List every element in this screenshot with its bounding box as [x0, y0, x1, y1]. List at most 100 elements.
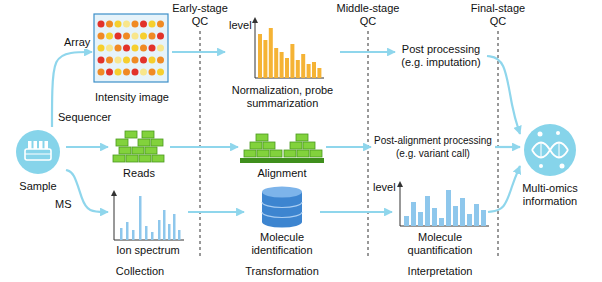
ion-spectrum-plot — [111, 190, 184, 240]
array-image — [106, 21, 113, 28]
level-bar-chart — [301, 54, 305, 78]
read-bricks — [119, 147, 131, 154]
array-image — [98, 45, 105, 52]
transformation-node: Alignment — [238, 126, 326, 180]
node-label: Molecule identification — [244, 231, 320, 257]
array-image — [157, 33, 164, 40]
alignment-bricks — [244, 134, 322, 157]
array-image — [115, 33, 122, 40]
array-image — [98, 33, 105, 40]
ion-spectrum-plot — [158, 220, 161, 240]
stage-label: Transformation — [232, 265, 332, 278]
sample-icon — [25, 149, 51, 160]
array-image — [132, 57, 139, 64]
array-image — [106, 45, 113, 52]
read-bricks — [139, 155, 151, 162]
multi-omics-icon — [559, 143, 560, 157]
multi-omics-icon — [541, 143, 542, 157]
quantification-bar-chart — [425, 196, 430, 226]
level-bar-chart — [296, 60, 300, 78]
array-image — [157, 21, 164, 28]
array-image — [106, 33, 113, 40]
array-image — [149, 33, 156, 40]
array-image — [123, 33, 130, 40]
level-bar-chart — [258, 34, 262, 78]
interpretation-node: Molecule quantification — [392, 180, 488, 257]
flow-arrow — [326, 146, 371, 148]
collection-node: Reads — [108, 128, 170, 180]
level-bar-chart — [252, 17, 258, 23]
level-bar-chart — [258, 28, 321, 78]
multi-omics-icon — [539, 164, 543, 168]
level-bar-chart — [263, 40, 267, 78]
alignment-bricks — [297, 150, 309, 157]
ion-spectrum-plot — [163, 210, 166, 240]
multi-omics-icon — [532, 143, 568, 158]
read-bricks — [142, 131, 154, 138]
multi-omics-icon — [556, 131, 560, 135]
edge-label: Sequencer — [58, 111, 111, 124]
array-image — [98, 69, 105, 76]
collection-node: Intensity image — [92, 12, 172, 104]
level-bar-chart — [255, 22, 256, 78]
array-image — [132, 21, 139, 28]
quantification-bar-chart — [397, 181, 489, 226]
quantification-bar-chart — [432, 208, 437, 226]
quantification-bar-chart — [397, 181, 403, 187]
quantification-bar-chart — [481, 210, 486, 226]
transformation-node: Molecule identification — [244, 186, 320, 257]
flow-arrow — [487, 56, 520, 134]
database-icon — [262, 187, 302, 228]
qc-label: Final-stage QC — [464, 2, 532, 28]
ion-spectrum-plot — [178, 230, 181, 240]
qc-divider — [368, 31, 369, 258]
array-image — [123, 69, 130, 76]
array-image — [98, 57, 105, 64]
quantification-bar-chart — [453, 206, 458, 226]
alignment-bricks — [270, 150, 282, 157]
array-image — [94, 14, 168, 82]
multi-omics-icon — [541, 143, 559, 157]
output-node: Multi-omics information — [520, 122, 580, 208]
level-bar-chart — [285, 58, 289, 78]
quantification-bar-chart — [400, 186, 401, 226]
qc-label: Middle-stage QC — [334, 2, 402, 28]
ion-spectrum-plot — [151, 232, 154, 240]
multi-omics-icon — [532, 143, 568, 158]
alignment-bricks — [296, 134, 308, 141]
array-image — [149, 57, 156, 64]
level-bar-chart — [274, 48, 278, 78]
node-label: Normalization, probe summarization — [225, 84, 340, 110]
alignment-bricks — [303, 142, 315, 149]
array-image — [140, 21, 147, 28]
array-image — [115, 69, 122, 76]
quantification-bar-chart — [474, 204, 479, 226]
array-image — [140, 33, 147, 40]
ion-spectrum-plot — [139, 196, 142, 240]
alignment-bricks — [263, 142, 275, 149]
ion-spectrum-plot — [126, 222, 129, 240]
node-label: Post processing (e.g. imputation) — [397, 43, 485, 69]
node-label: Alignment — [238, 167, 326, 180]
alignment-bricks — [290, 142, 302, 149]
quantification-bar-chart — [404, 190, 486, 226]
stage-label: Interpretation — [390, 265, 490, 278]
level-bar-chart — [252, 17, 324, 78]
ion-spectrum-plot — [168, 224, 171, 240]
array-image — [149, 45, 156, 52]
array-image — [123, 21, 130, 28]
interpretation-node: Post processing (e.g. imputation) — [395, 41, 487, 71]
database-icon — [262, 187, 302, 198]
alignment-bricks — [250, 142, 262, 149]
sample-node: Sample — [10, 127, 66, 193]
array-image — [123, 45, 130, 52]
read-bricks — [113, 155, 125, 162]
node-label: Post-alignment processing (e.g. variant … — [373, 134, 493, 160]
array-image — [123, 57, 130, 64]
level-bar-chart — [312, 62, 316, 78]
read-bricks — [113, 131, 164, 162]
collection-node: Ion spectrum — [108, 192, 188, 257]
read-bricks — [145, 147, 157, 154]
quantification-bar-chart — [404, 216, 409, 226]
